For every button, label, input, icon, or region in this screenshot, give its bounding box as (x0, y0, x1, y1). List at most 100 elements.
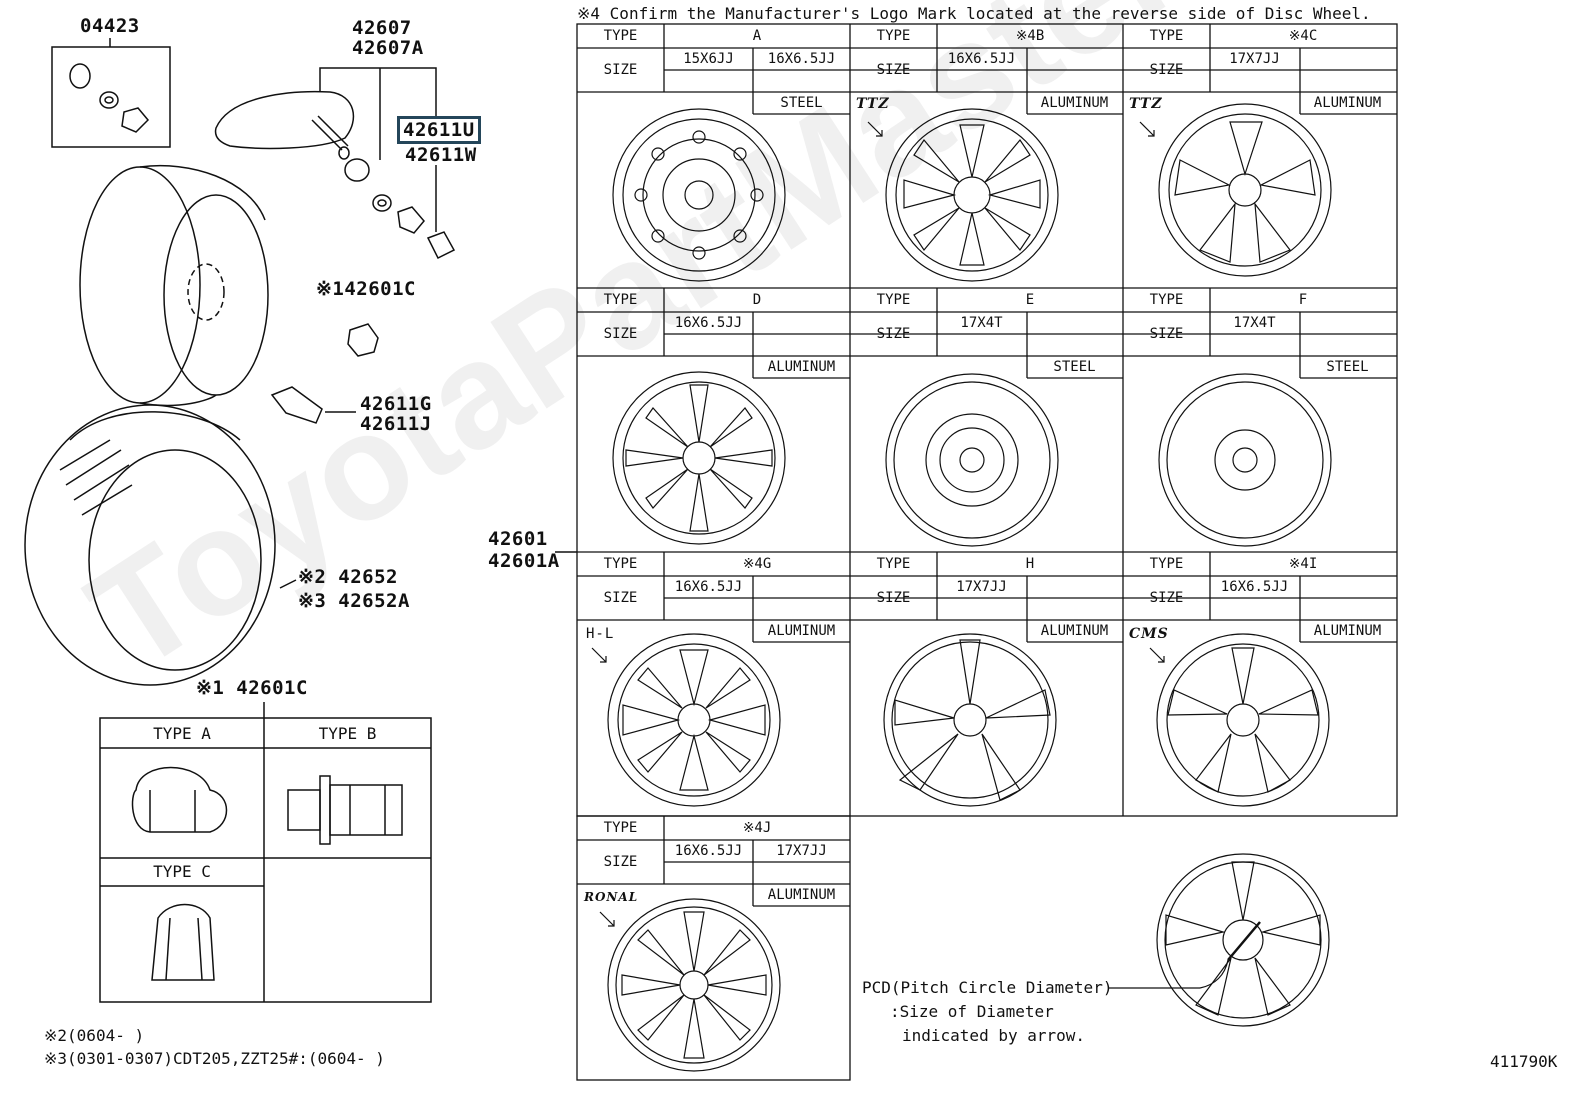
part-number-42611g[interactable]: 42611G (360, 393, 432, 415)
diagram-id: 411790K (1490, 1052, 1558, 1071)
type-label: TYPE (1149, 28, 1184, 44)
valve-cap (69, 63, 91, 89)
footnote-2: ※2(0604- ) (44, 1026, 145, 1045)
wheel-type-9: ※4J (742, 820, 772, 836)
hub-nut (347, 323, 379, 357)
wheel-drawing-b (885, 108, 1059, 282)
wheel-size1-1: 16X6.5JJ (947, 51, 1016, 67)
wheel-drawing-i (1156, 633, 1330, 807)
logo-cms-i: CMS (1129, 626, 1169, 642)
wheel-type-1: ※4B (1015, 28, 1045, 44)
size-label: SIZE (603, 590, 638, 606)
wheel-size2-8 (1299, 576, 1396, 598)
tire-outer (24, 404, 276, 686)
wheel-type-4: E (1025, 292, 1035, 308)
wheel-size2-9: 17X7JJ (776, 843, 827, 859)
type-label: TYPE (876, 28, 911, 44)
logo-ronal-j: RONAL (584, 890, 639, 904)
nut-type-b-label: TYPE B (318, 724, 377, 743)
part-number-42601c-nut[interactable]: ※1 42601C (196, 677, 308, 699)
wheel-size2-1 (1026, 48, 1123, 70)
wheel-size1-5: 17X4T (1233, 315, 1276, 331)
pcd-note-line2: :Size of Diameter (890, 1002, 1054, 1021)
part-number-42652[interactable]: ※2 42652 (298, 566, 398, 588)
wheel-size1-2: 17X7JJ (1229, 51, 1280, 67)
size-label: SIZE (876, 62, 911, 78)
wheel-type-6: ※4G (742, 556, 772, 572)
wheel-drawing-g (607, 633, 781, 807)
wheel-size1-6: 16X6.5JJ (674, 579, 743, 595)
wheel-size1-0: 15X6JJ (683, 51, 734, 67)
valve-stem (270, 386, 323, 424)
wheel-type-3: D (752, 292, 762, 308)
size-label: SIZE (876, 326, 911, 342)
wheel-type-2: ※4C (1288, 28, 1318, 44)
wheel-material-6: ALUMINUM (767, 623, 836, 639)
nut-type-c (151, 903, 215, 981)
part-number-42611j[interactable]: 42611J (360, 413, 432, 435)
type-label: TYPE (876, 292, 911, 308)
wheel-material-9: ALUMINUM (767, 887, 836, 903)
wheel-size1-9: 16X6.5JJ (674, 843, 743, 859)
nut-type-c-label: TYPE C (153, 862, 211, 881)
wheel-drawing-e (885, 373, 1059, 547)
size-label: SIZE (603, 62, 638, 78)
wheel-size1-4: 17X4T (960, 315, 1003, 331)
wheel-size1-7: 17X7JJ (956, 579, 1007, 595)
wheel-type-7: H (1025, 556, 1035, 572)
part-number-42607[interactable]: 42607 (352, 17, 412, 39)
type-label: TYPE (1149, 556, 1184, 572)
wheel-size2-4 (1026, 312, 1123, 334)
wheel-material-4: STEEL (1053, 359, 1096, 375)
wheel-size1-3: 16X6.5JJ (674, 315, 743, 331)
part-number-42601[interactable]: 42601 (488, 528, 548, 550)
part-number-42607a[interactable]: 42607A (352, 37, 424, 59)
wheel-size2-7 (1026, 576, 1123, 598)
logo-ttz-b: TTZ (856, 96, 890, 112)
part-number-42611u-highlighted[interactable]: 42611U (397, 116, 481, 144)
wheel-drawing-d (612, 371, 786, 545)
type-label: TYPE (603, 292, 638, 308)
wheel-size1-8: 16X6.5JJ (1220, 579, 1289, 595)
size-label: SIZE (1149, 326, 1184, 342)
wheel-type-8: ※4I (1288, 556, 1318, 572)
nut-type-a-label: TYPE A (153, 724, 211, 743)
wheel-size2-3 (753, 312, 850, 334)
wheel-drawing-a (612, 108, 786, 282)
wheel-size2-6 (753, 576, 850, 598)
size-label: SIZE (603, 326, 638, 342)
size-label: SIZE (1149, 590, 1184, 606)
footnote-3: ※3(0301-0307)CDT205,ZZT25#:(0604- ) (44, 1049, 385, 1068)
size-label: SIZE (603, 854, 638, 870)
wheel-size2-0: 16X6.5JJ (767, 51, 836, 67)
header-note: ※4 Confirm the Manufacturer's Logo Mark … (577, 4, 1371, 23)
wheel-drawing-f (1158, 373, 1332, 547)
wheel-drawing-j (607, 898, 781, 1072)
valve-cap-kit-box (51, 46, 171, 148)
nut-type-b (287, 789, 321, 831)
wheel-material-5: STEEL (1326, 359, 1369, 375)
pcd-wheel-drawing (1108, 853, 1330, 1027)
wheel-material-3: ALUMINUM (767, 359, 836, 375)
type-label: TYPE (1149, 292, 1184, 308)
pcd-note-line1: PCD(Pitch Circle Diameter) (862, 978, 1113, 997)
type-label: TYPE (603, 28, 638, 44)
wheel-type-0: A (752, 28, 762, 44)
size-label: SIZE (876, 590, 911, 606)
tpms-sensor (214, 90, 355, 150)
part-number-04423[interactable]: 04423 (80, 15, 140, 37)
wheel-material-8: ALUMINUM (1313, 623, 1382, 639)
part-number-42652a[interactable]: ※3 42652A (298, 590, 410, 612)
type-label: TYPE (603, 820, 638, 836)
nut-type-a (131, 766, 228, 833)
logo-ttz-c: TTZ (1129, 96, 1163, 112)
wheel-size2-5 (1299, 312, 1396, 334)
logo-hl-g: H-L (586, 626, 615, 642)
part-number-42611w[interactable]: 42611W (405, 144, 477, 166)
size-label: SIZE (1149, 62, 1184, 78)
nut-type-table (99, 717, 432, 1003)
wheel-material-7: ALUMINUM (1040, 623, 1109, 639)
part-number-42601a[interactable]: 42601A (488, 550, 560, 572)
part-number-42601c-ref[interactable]: ※142601C (316, 278, 416, 300)
